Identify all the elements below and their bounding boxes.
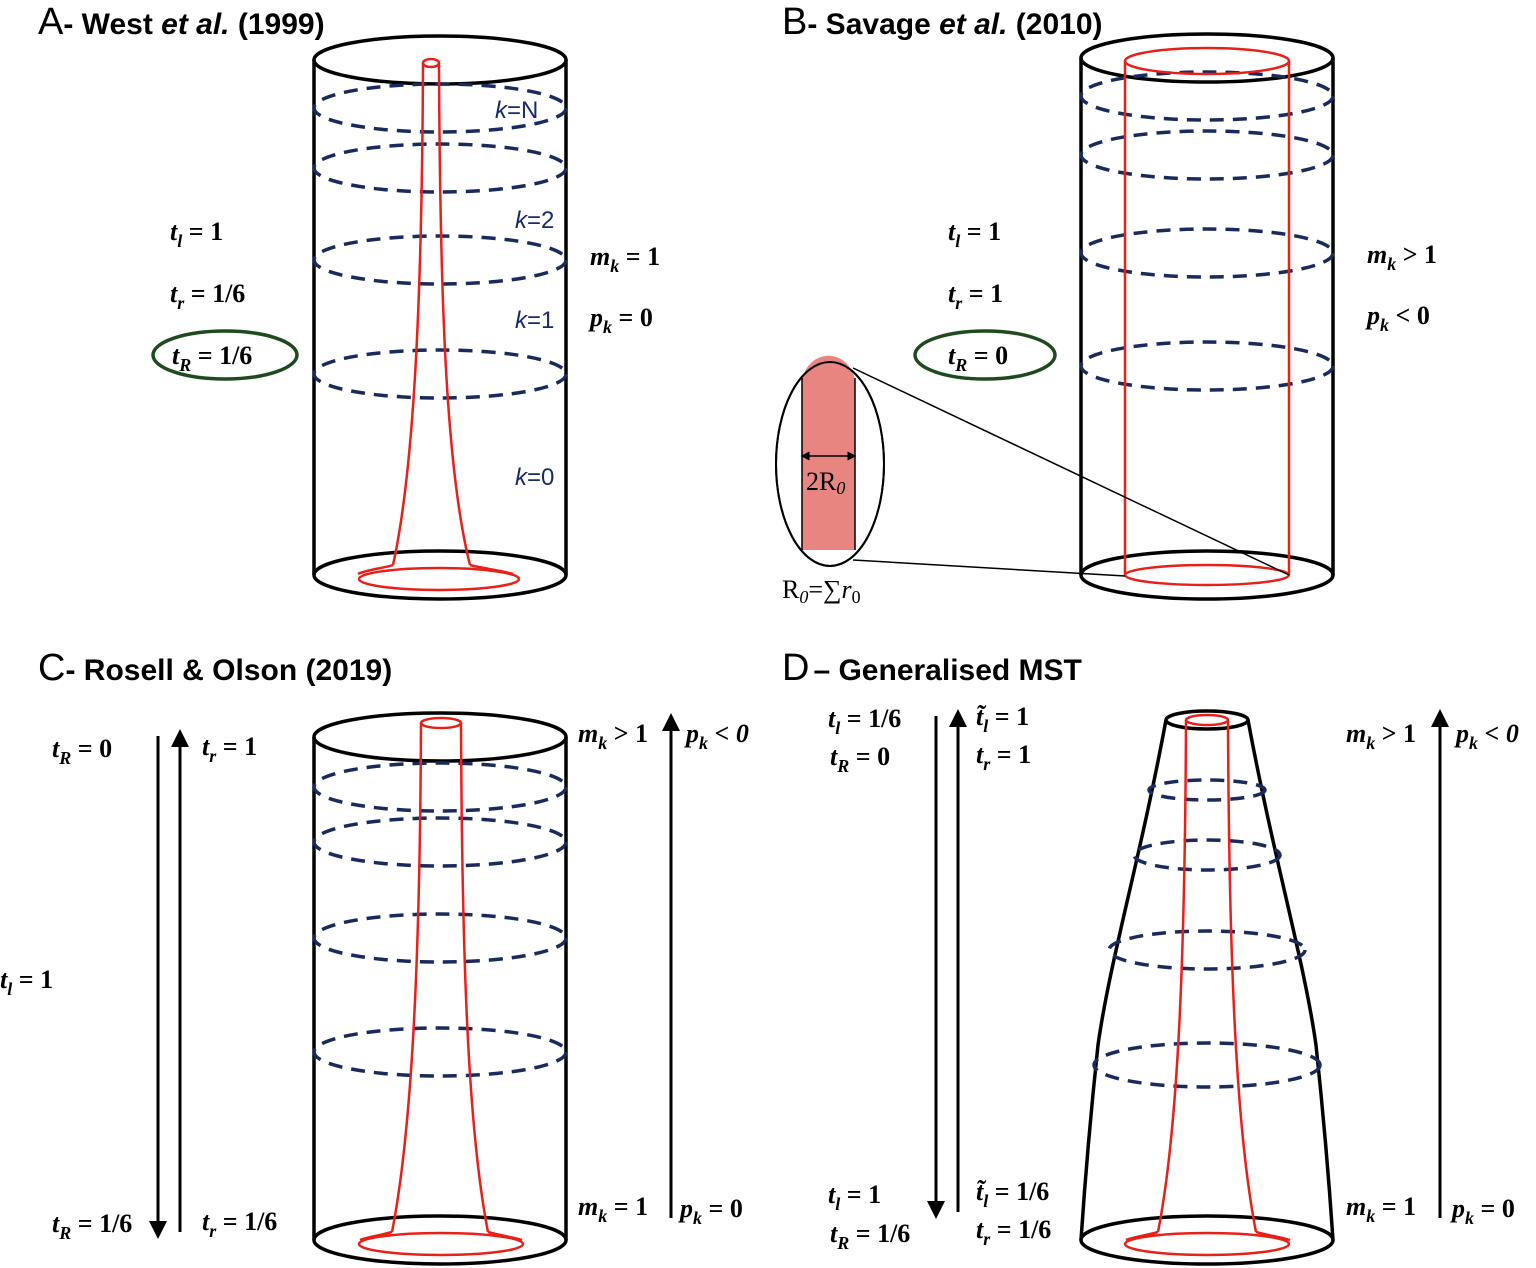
panel-c-dashed-rings xyxy=(312,761,568,1078)
b-tR: tR = 0 xyxy=(948,341,1008,375)
c-tr-top: tr = 1 xyxy=(202,732,257,766)
d-pk-bottom: pk = 0 xyxy=(1450,1194,1515,1228)
panel-c: C- Rosell & Olson (2019) tR = 0 tr = 1 t… xyxy=(0,647,749,1266)
b-pk: pk < 0 xyxy=(1365,301,1430,335)
a-tr: tr = 1/6 xyxy=(170,279,245,313)
b-highlight-ellipse xyxy=(913,329,1057,381)
d-tl-top: tl = 1/6 xyxy=(828,704,901,738)
panel-b: B- Savage et al. (2010) xyxy=(775,1,1437,607)
panel-a: A- West et al. (1999) k=N k=2 k=1 k=0 tl… xyxy=(38,1,660,601)
panel-d-vessel xyxy=(1123,713,1291,1257)
d-tR-bottom: tR = 1/6 xyxy=(830,1219,910,1253)
a-pk: pk = 0 xyxy=(588,303,653,337)
d-tlt-top: t̃l = 1 xyxy=(976,702,1029,736)
level-k-2: k=2 xyxy=(515,207,554,234)
b-tr: tr = 1 xyxy=(948,279,1003,313)
a-tl: tl = 1 xyxy=(170,217,223,251)
panel-c-vessel xyxy=(357,716,525,1257)
panel-b-vessel xyxy=(1123,46,1291,587)
panel-d-dashed-rings xyxy=(1092,778,1322,1089)
inset-formula: R0=∑r0 xyxy=(782,575,861,607)
level-k-1: k=1 xyxy=(515,307,554,334)
panel-a-title: A- West et al. (1999) xyxy=(38,1,325,43)
c-pk-top: pk < 0 xyxy=(684,719,749,753)
d-tR-top: tR = 0 xyxy=(830,742,890,776)
c-tR-bottom: tR = 1/6 xyxy=(52,1209,132,1243)
d-pk-top: pk < 0 xyxy=(1454,719,1519,753)
panel-c-title: C- Rosell & Olson (2019) xyxy=(38,647,392,689)
panel-d-frustum xyxy=(1079,709,1335,1266)
panel-d-title: D– Generalised MST xyxy=(782,647,1082,689)
a-mk: mk = 1 xyxy=(590,242,660,276)
b-mk: mk > 1 xyxy=(1367,240,1437,274)
d-tr-top: tr = 1 xyxy=(976,740,1031,774)
d-tr-bottom: tr = 1/6 xyxy=(976,1215,1051,1249)
panel-a-vessel xyxy=(357,57,521,592)
panel-b-dashed-rings xyxy=(1079,70,1335,392)
a-highlight-ellipse xyxy=(151,329,299,381)
panel-d: D– Generalised MST tl = 1/6 tR = 0 t̃l =… xyxy=(782,647,1519,1266)
d-tl-bottom: tl = 1 xyxy=(828,1180,881,1214)
b-tl: tl = 1 xyxy=(948,217,1001,251)
panel-b-title: B- Savage et al. (2010) xyxy=(782,1,1103,43)
c-tR-top: tR = 0 xyxy=(52,734,112,768)
level-k-0: k=0 xyxy=(515,464,554,491)
inset-width-label: 2R0 xyxy=(806,467,845,498)
c-mk-top: mk > 1 xyxy=(578,719,648,753)
panel-b-inset: 2R0 R0=∑r0 xyxy=(775,355,1290,607)
c-tr-bottom: tr = 1/6 xyxy=(202,1207,277,1241)
d-mk-top: mk > 1 xyxy=(1346,719,1416,753)
d-mk-bottom: mk = 1 xyxy=(1346,1192,1416,1226)
panel-b-cylinder xyxy=(1079,32,1335,601)
level-k-n: k=N xyxy=(495,97,538,124)
panel-c-cylinder xyxy=(312,711,568,1266)
c-mk-bottom: mk = 1 xyxy=(578,1192,648,1226)
a-tR: tR = 1/6 xyxy=(172,341,252,375)
c-pk-bottom: pk = 0 xyxy=(678,1194,743,1228)
d-tlt-bottom: t̃l = 1/6 xyxy=(976,1177,1049,1211)
c-tl: tl = 1 xyxy=(0,965,53,999)
